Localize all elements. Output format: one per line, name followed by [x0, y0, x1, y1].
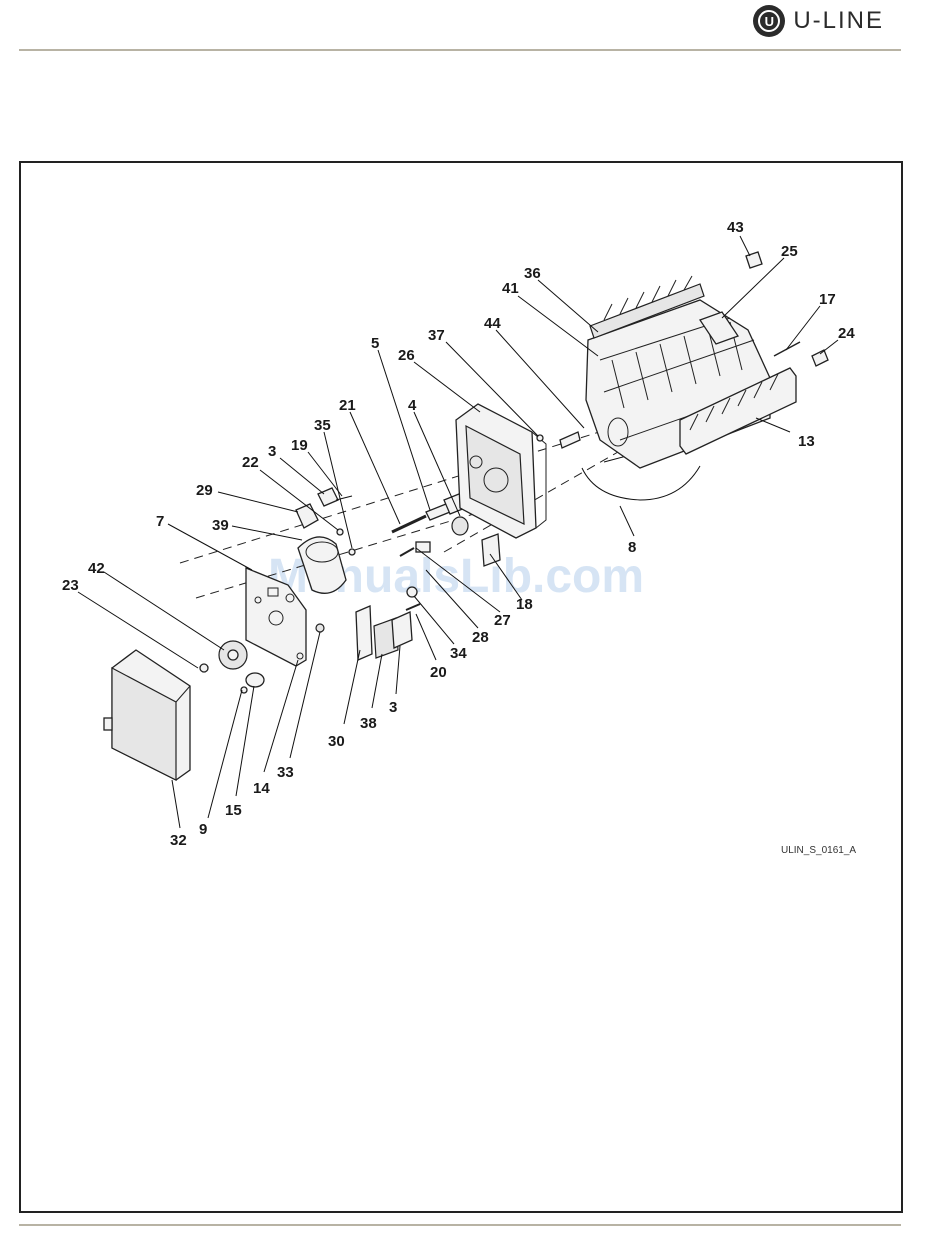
part-8-harness [582, 466, 700, 500]
callout-9: 9 [199, 821, 207, 838]
callout-19: 19 [291, 437, 308, 454]
callout-3-lower: 3 [389, 699, 397, 716]
part-32-cover [104, 650, 190, 780]
drawing-code: ULIN_S_0161_A [781, 845, 856, 856]
part-3-switch-lower [392, 612, 412, 648]
callout-36: 36 [524, 265, 541, 282]
callout-23: 23 [62, 577, 79, 594]
part-43-clip [746, 252, 762, 268]
callout-33: 33 [277, 764, 294, 781]
part-24-fastener [812, 350, 828, 366]
callout-30: 30 [328, 733, 345, 750]
part-26-housing [456, 404, 546, 538]
callout-37: 37 [428, 327, 445, 344]
callout-44: 44 [484, 315, 501, 332]
part-44-bracket [560, 432, 580, 448]
callout-28: 28 [472, 629, 489, 646]
callout-35: 35 [314, 417, 331, 434]
callout-7: 7 [156, 513, 164, 530]
part-3-switch-upper [318, 488, 338, 506]
callout-3-upper: 3 [268, 443, 276, 460]
callout-17: 17 [819, 291, 836, 308]
callout-43: 43 [727, 219, 744, 236]
callout-38: 38 [360, 715, 377, 732]
callout-18: 18 [516, 596, 533, 613]
part-30-bracket [356, 606, 372, 660]
part-42-gear [200, 641, 247, 672]
callout-22: 22 [242, 454, 259, 471]
callout-27: 27 [494, 612, 511, 629]
part-18-switch [482, 534, 500, 566]
part-29-switch [296, 504, 318, 528]
callout-13: 13 [798, 433, 815, 450]
callout-25: 25 [781, 243, 798, 260]
part-33-nut [316, 624, 324, 632]
callout-15: 15 [225, 802, 242, 819]
callout-29: 29 [196, 482, 213, 499]
part-19-screw [336, 496, 352, 500]
callout-8: 8 [628, 539, 636, 556]
callout-42: 42 [88, 560, 105, 577]
callout-32: 32 [170, 832, 187, 849]
callout-4: 4 [408, 397, 417, 414]
callout-14: 14 [253, 780, 270, 797]
part-20-screw [406, 604, 420, 610]
callout-21: 21 [339, 397, 356, 414]
callout-5: 5 [371, 335, 379, 352]
callout-24: 24 [838, 325, 855, 342]
callout-39: 39 [212, 517, 229, 534]
callout-26: 26 [398, 347, 415, 364]
part-35-pin [349, 549, 355, 555]
part-28-bushing [416, 542, 430, 552]
part-34-washer [407, 587, 417, 597]
callout-34: 34 [450, 645, 467, 662]
part-15-disc [246, 673, 264, 687]
callout-20: 20 [430, 664, 447, 681]
callout-41: 41 [502, 280, 519, 297]
footer-divider [19, 1224, 901, 1226]
